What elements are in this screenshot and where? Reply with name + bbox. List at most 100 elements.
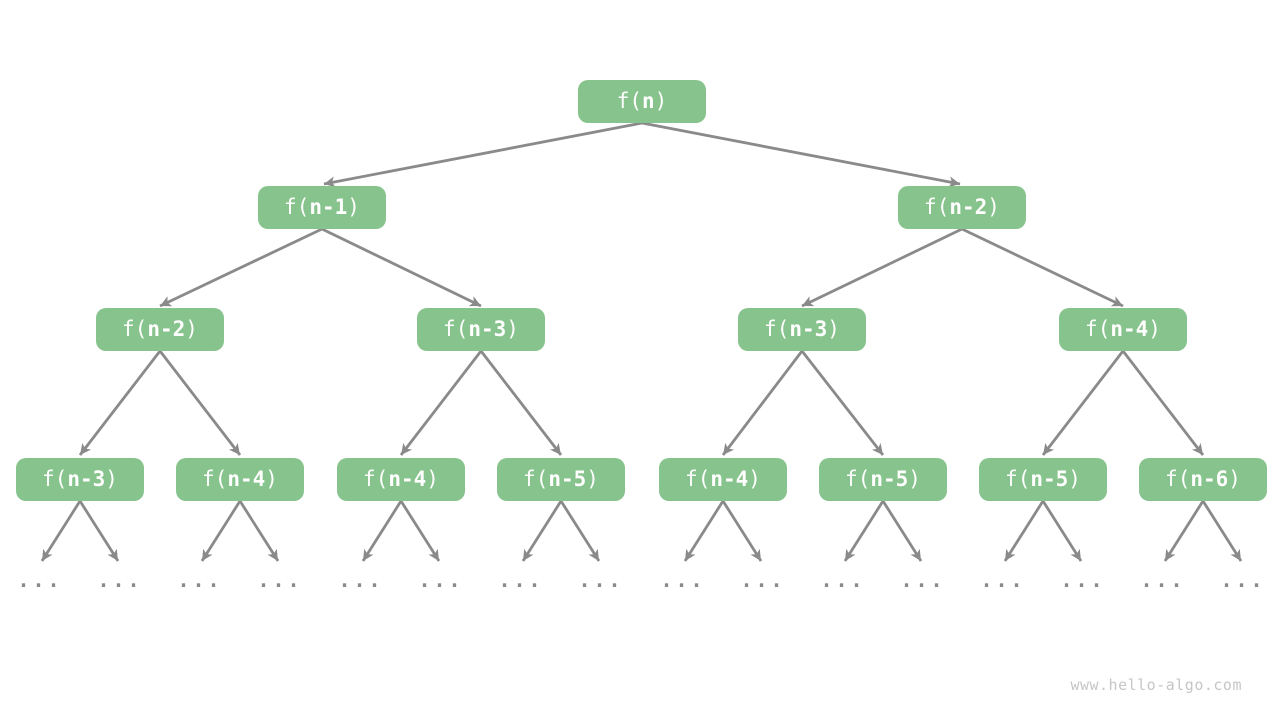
node-label: f(	[122, 317, 148, 341]
edge-arrow	[559, 500, 601, 562]
node-label: f(	[924, 195, 950, 219]
node-label: f(	[1005, 467, 1031, 491]
node-label-arg: n-4	[227, 467, 266, 491]
node-label: )	[185, 317, 198, 341]
node-label-arg: n-5	[1030, 467, 1069, 491]
node-label-arg: n-4	[710, 467, 749, 491]
ellipsis: ...	[1140, 568, 1186, 592]
edge-arrow	[843, 500, 885, 562]
ellipsis: ...	[498, 568, 544, 592]
edge-arrow	[1121, 350, 1205, 456]
ellipsis: ...	[1060, 568, 1106, 592]
tree-node: f(n-1)	[258, 186, 386, 229]
node-label: f(	[284, 195, 310, 219]
edge-arrow	[158, 350, 242, 456]
node-label: )	[105, 467, 118, 491]
node-label: )	[1068, 467, 1081, 491]
tree-node: f(n-2)	[898, 186, 1026, 229]
node-label-arg: n-5	[870, 467, 909, 491]
tree-node: f(n-6)	[1139, 458, 1267, 501]
node-label: )	[654, 89, 668, 113]
ellipsis: ...	[578, 568, 624, 592]
tree-node: f(n-3)	[16, 458, 144, 501]
ellipsis: ...	[177, 568, 223, 592]
node-label: )	[827, 317, 840, 341]
node-label: f(	[685, 467, 711, 491]
node-label-arg: n-4	[388, 467, 427, 491]
tree-node: f(n-5)	[819, 458, 947, 501]
edge-arrow	[1041, 500, 1083, 562]
node-label: )	[748, 467, 761, 491]
node-label: )	[1228, 467, 1241, 491]
node-label-arg: n-3	[789, 317, 828, 341]
edge-arrow	[78, 350, 162, 456]
ellipsis: ...	[740, 568, 786, 592]
tree-node: f(n-5)	[979, 458, 1107, 501]
ellipsis: ...	[338, 568, 384, 592]
edge-arrow	[399, 500, 441, 562]
ellipsis: ...	[660, 568, 706, 592]
edge-arrow	[399, 350, 483, 456]
edge-arrow	[238, 500, 280, 562]
edge-arrow	[1041, 350, 1125, 456]
edge-arrow	[40, 500, 82, 562]
node-label: f(	[1085, 317, 1111, 341]
edge-arrow	[721, 500, 763, 562]
node-label: f(	[764, 317, 790, 341]
ellipsis: ...	[257, 568, 303, 592]
ellipsis: ...	[900, 568, 946, 592]
node-label-arg: n-6	[1190, 467, 1229, 491]
node-label: f(	[845, 467, 871, 491]
node-label-arg: n-2	[147, 317, 186, 341]
tree-node: f(n-4)	[176, 458, 304, 501]
edge-arrow	[641, 121, 961, 188]
ellipsis: ...	[820, 568, 866, 592]
node-label: )	[426, 467, 439, 491]
edge-arrow	[1201, 500, 1243, 562]
edge-arrow	[961, 227, 1124, 308]
tree-node-root: f(n)	[578, 80, 706, 123]
tree-node: f(n-5)	[497, 458, 625, 501]
ellipsis: ...	[418, 568, 464, 592]
edge-arrow	[800, 350, 885, 456]
node-label: f(	[523, 467, 549, 491]
edge-arrow	[323, 121, 643, 188]
node-label: f(	[443, 317, 469, 341]
edge-arrow	[721, 350, 804, 456]
tree-node: f(n-3)	[738, 308, 866, 351]
node-label-arg: n-1	[309, 195, 348, 219]
edge-arrow	[479, 350, 563, 456]
node-label-arg: n-3	[67, 467, 106, 491]
node-label: )	[506, 317, 519, 341]
edge-arrow	[78, 500, 120, 562]
tree-node: f(n-2)	[96, 308, 224, 351]
node-label: f(	[363, 467, 389, 491]
tree-node: f(n-4)	[659, 458, 787, 501]
node-label: )	[586, 467, 599, 491]
node-label: )	[908, 467, 921, 491]
edge-arrow	[881, 500, 923, 562]
edge-arrow	[321, 227, 482, 308]
tree-node: f(n-4)	[337, 458, 465, 501]
edge-arrow	[159, 227, 323, 308]
ellipsis: ...	[980, 568, 1026, 592]
edge-arrow	[361, 500, 403, 562]
ellipsis: ...	[17, 568, 63, 592]
node-label: )	[265, 467, 278, 491]
node-label-arg: n-2	[949, 195, 988, 219]
node-label: f(	[202, 467, 228, 491]
ellipsis: ...	[97, 568, 143, 592]
edge-arrow	[683, 500, 725, 562]
node-label: )	[987, 195, 1000, 219]
edge-arrow	[200, 500, 242, 562]
node-label-arg: n-3	[468, 317, 507, 341]
node-label: )	[347, 195, 360, 219]
ellipsis: ...	[1220, 568, 1266, 592]
edge-arrow	[1163, 500, 1205, 562]
tree-node: f(n-3)	[417, 308, 545, 351]
node-label: f(	[1165, 467, 1191, 491]
edge-arrow	[801, 227, 963, 308]
edge-arrow	[521, 500, 563, 562]
